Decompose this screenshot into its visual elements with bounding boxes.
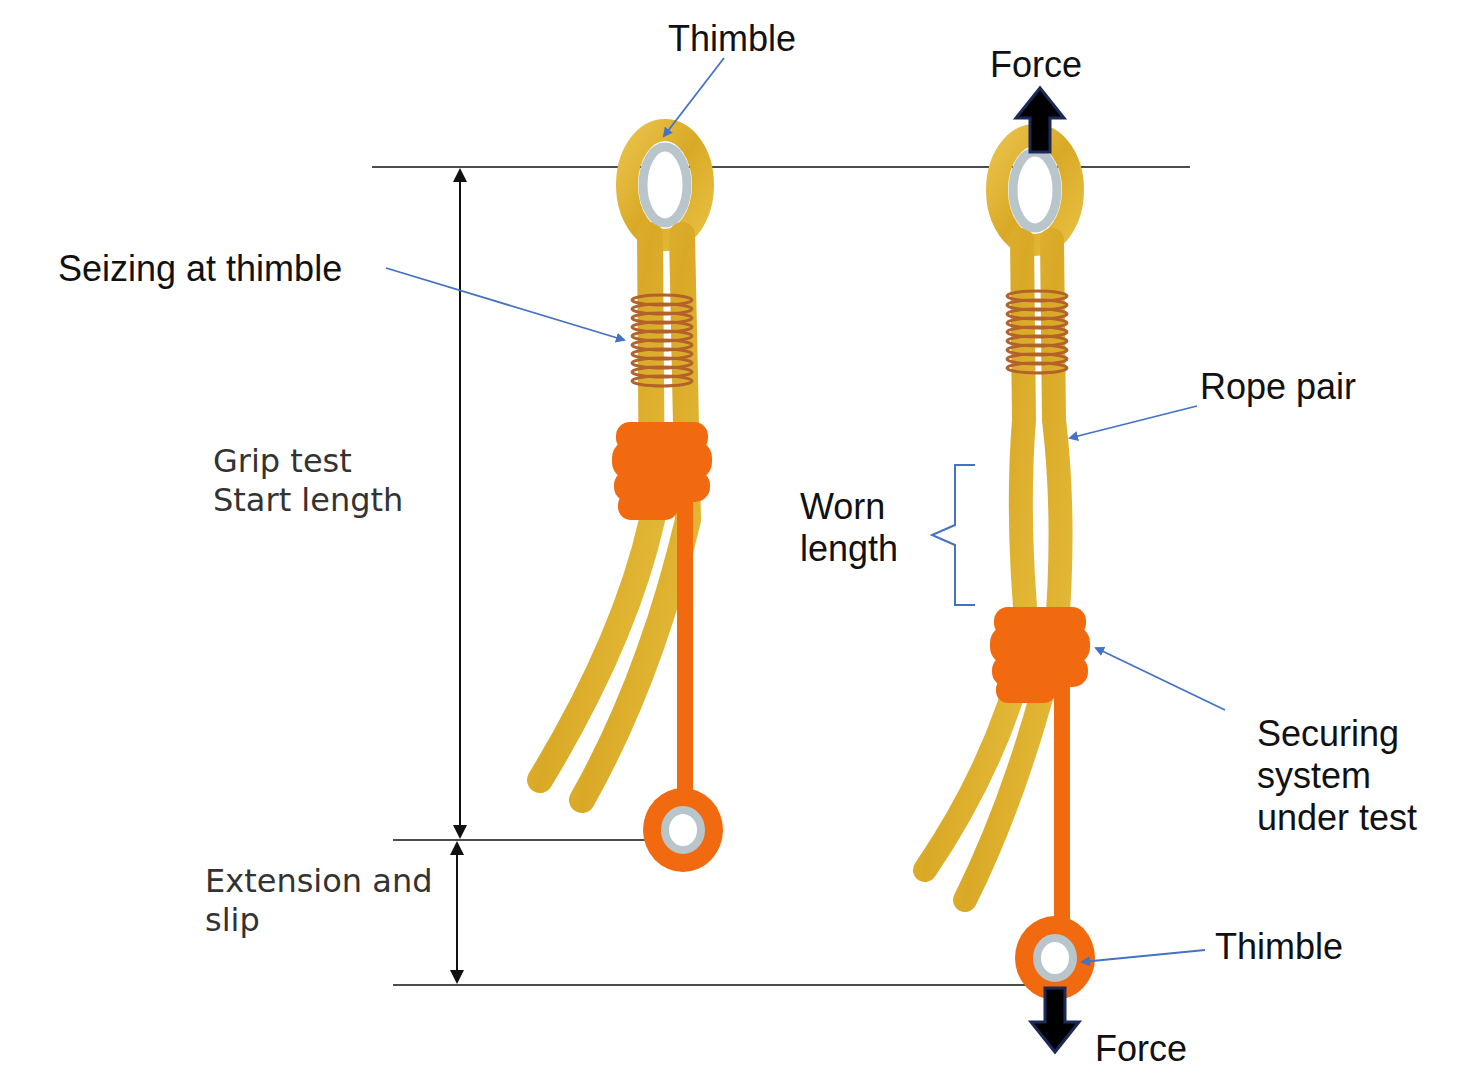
left-securing-system — [612, 422, 723, 872]
right-seizing — [1007, 291, 1067, 373]
drawing-part — [393, 839, 665, 841]
seizing-coil — [1007, 363, 1067, 373]
right-securing-system — [990, 607, 1095, 1000]
drawing-part — [393, 984, 1045, 986]
part-label: Thimble — [668, 18, 796, 60]
force-label: Force — [1095, 1028, 1187, 1070]
drawing-part — [665, 810, 701, 850]
dimension-label: Worn length — [800, 486, 918, 570]
drawing-part — [996, 677, 1056, 703]
drawing-part — [1037, 938, 1073, 978]
drawing-part — [616, 422, 708, 452]
drawing-part — [1070, 406, 1197, 438]
dimension-label: Extension and slip — [205, 862, 445, 940]
right-thimble-top — [1013, 152, 1057, 228]
worn-length-brace — [932, 465, 975, 605]
drawing-part — [994, 607, 1086, 637]
drawing-part — [627, 130, 703, 240]
drawing-part — [1096, 648, 1225, 710]
drawing-part — [456, 843, 458, 982]
drawing-part — [459, 170, 461, 837]
right-rope — [925, 135, 1073, 900]
part-label: Rope pair — [1200, 366, 1356, 408]
drawing-part — [677, 470, 693, 795]
drawing-part — [1054, 650, 1070, 930]
drawing-part — [1016, 88, 1064, 152]
part-label: Seizing at thimble — [58, 248, 342, 290]
part-label: Thimble — [1215, 926, 1343, 968]
left-thimble — [643, 147, 687, 223]
seizing-coil — [632, 376, 692, 386]
part-label: Securing system under test — [1257, 713, 1435, 839]
dimension-arrows — [457, 170, 460, 982]
reference-lines — [372, 167, 1190, 985]
drawing-part — [1031, 988, 1079, 1052]
force-arrows — [1016, 88, 1079, 1052]
leader-lines — [386, 58, 1225, 962]
drawing-part — [643, 147, 687, 223]
dimension-label: Grip test Start length — [213, 442, 418, 520]
drawing-part — [1013, 152, 1057, 228]
drawing-part — [664, 58, 724, 136]
drawing-part — [386, 268, 624, 340]
drawing-part — [643, 788, 723, 872]
force-label: Force — [990, 44, 1082, 86]
drawing-part — [618, 492, 678, 520]
left-seizing — [632, 295, 692, 386]
drawing-part — [1082, 950, 1205, 962]
